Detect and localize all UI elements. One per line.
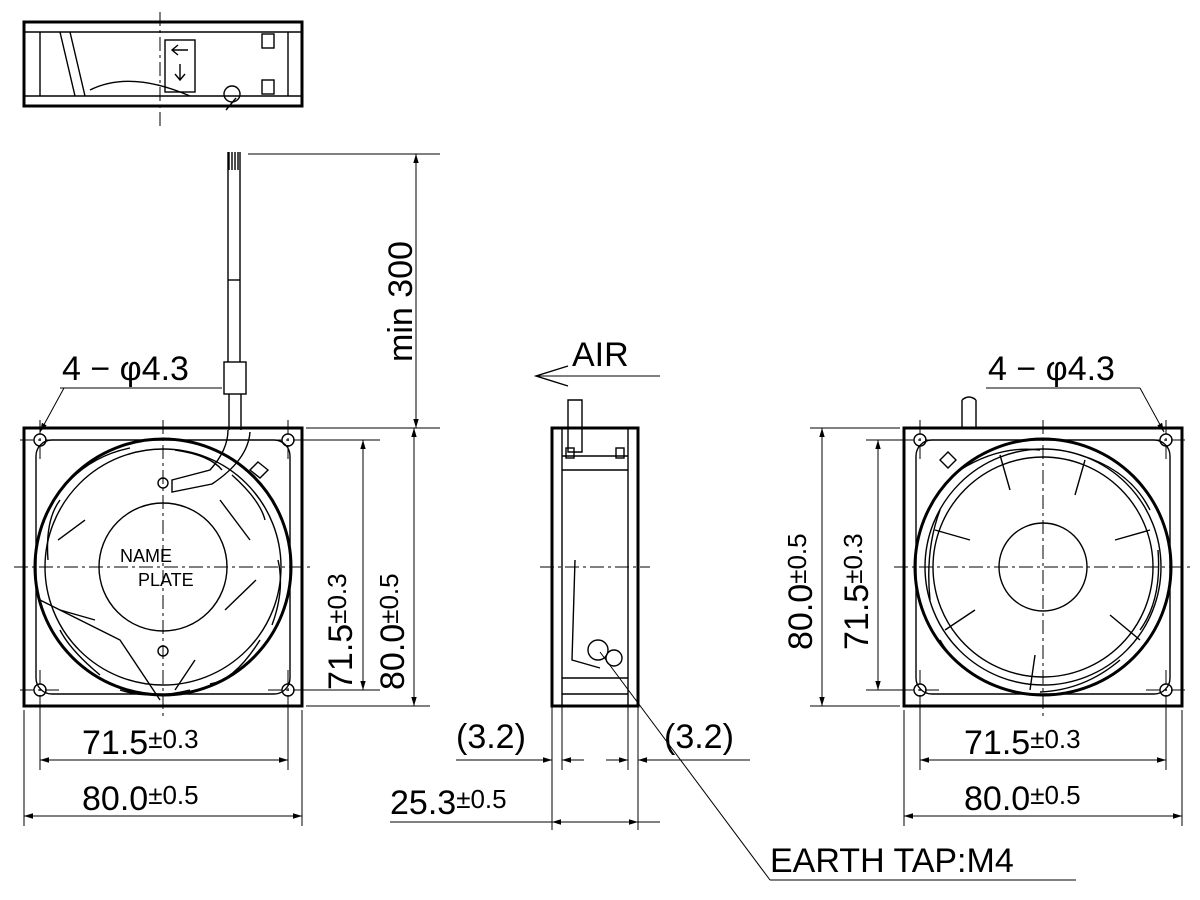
side-offset-right-label: (3.2) [664,718,734,756]
back-horizontal-dims [903,698,1183,826]
front-width-overall-label: 80.0±0.5 [82,780,199,818]
name-plate-line1: NAME [120,546,172,566]
svg-text:71.5±0.3: 71.5±0.3 [322,573,360,690]
back-vertical-dims [810,427,914,707]
front-horizontal-dims [23,698,303,826]
front-width-pitch-label: 71.5±0.3 [82,724,199,762]
svg-text:71.5±0.3: 71.5±0.3 [838,533,876,650]
front-height-pitch-label: 71.5±0.3 [322,573,360,690]
back-view [894,396,1192,716]
earth-tap-label: EARTH TAP:M4 [770,842,1014,880]
side-offset-left-label: (3.2) [456,718,526,756]
lead-length-label: min 300 [382,241,420,362]
back-height-overall-label: 80.0±0.5 [782,533,820,650]
back-width-pitch-label: 71.5±0.3 [964,724,1081,762]
holes-left-label: 4 − φ4.3 [62,350,189,388]
front-hole-leader [39,387,222,433]
back-width-overall-label: 80.0±0.5 [964,780,1081,818]
name-plate-line2: PLATE [138,570,194,590]
front-height-overall-label: 80.0±0.5 [374,573,412,690]
lead-length-dimension [248,153,440,429]
back-height-pitch-label: 71.5±0.3 [838,533,876,650]
svg-text:80.0±0.5: 80.0±0.5 [374,573,412,690]
svg-text:80.0±0.5: 80.0±0.5 [782,533,820,650]
side-depth-label: 25.3±0.5 [390,784,507,822]
back-hole-leader [986,387,1165,433]
front-view [14,152,312,716]
front-vertical-dims [296,428,430,707]
top-view [22,12,304,126]
air-label: AIR [572,336,629,374]
holes-right-label: 4 − φ4.3 [988,350,1115,388]
side-view [390,365,1076,881]
